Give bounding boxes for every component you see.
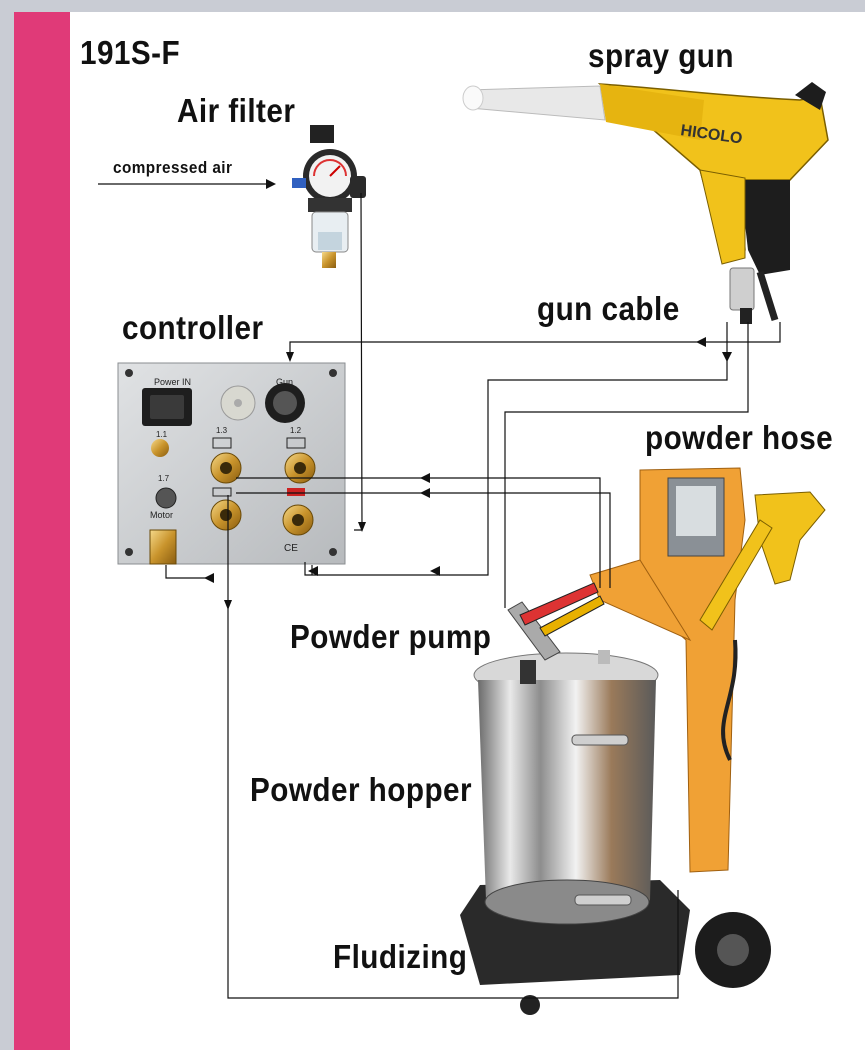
controller-label: controller	[122, 309, 264, 346]
controller-panel-image: Power IN Gun 1.1 1.3 1.2 1.7 Motor CE	[117, 362, 346, 565]
spray-gun-image: HICOLO	[462, 82, 829, 324]
arrowheads	[204, 179, 732, 610]
port-1-1-label: 1.1	[156, 430, 168, 439]
side-accent-bar	[14, 12, 70, 1050]
port-1-2-label: 1.2	[290, 426, 302, 435]
powder-pump-image	[507, 582, 605, 684]
air-filter-label: Air filter	[177, 92, 296, 129]
system-diagram: HICOLO Power IN Gun 1.1 1.3 1.2 1.7 Moto…	[98, 82, 829, 1015]
connection-lines	[98, 183, 781, 999]
gun-cable-label: gun cable	[537, 290, 680, 327]
motor-label: Motor	[150, 510, 173, 520]
air-filter-image	[292, 125, 366, 268]
gun-port-label: Gun	[276, 377, 293, 387]
spray-cart-image	[460, 467, 826, 1015]
compressed-air-label: compressed air	[113, 158, 233, 177]
top-strip	[0, 0, 865, 12]
ce-mark: CE	[284, 543, 298, 554]
port-1-3-label: 1.3	[216, 426, 228, 435]
spray-gun-label: spray gun	[588, 37, 734, 74]
diagram-title: 191S-F	[80, 34, 181, 71]
port-1-7-label: 1.7	[158, 474, 170, 483]
powder-hopper-label: Powder hopper	[250, 771, 473, 808]
powder-hose-label: powder hose	[645, 419, 834, 456]
diagram-canvas: HICOLO Power IN Gun 1.1 1.3 1.2 1.7 Moto…	[70, 12, 865, 1050]
power-in-label: Power IN	[154, 377, 191, 387]
fluidizing-label: Fludizing	[333, 938, 468, 975]
powder-pump-label: Powder pump	[290, 618, 492, 655]
